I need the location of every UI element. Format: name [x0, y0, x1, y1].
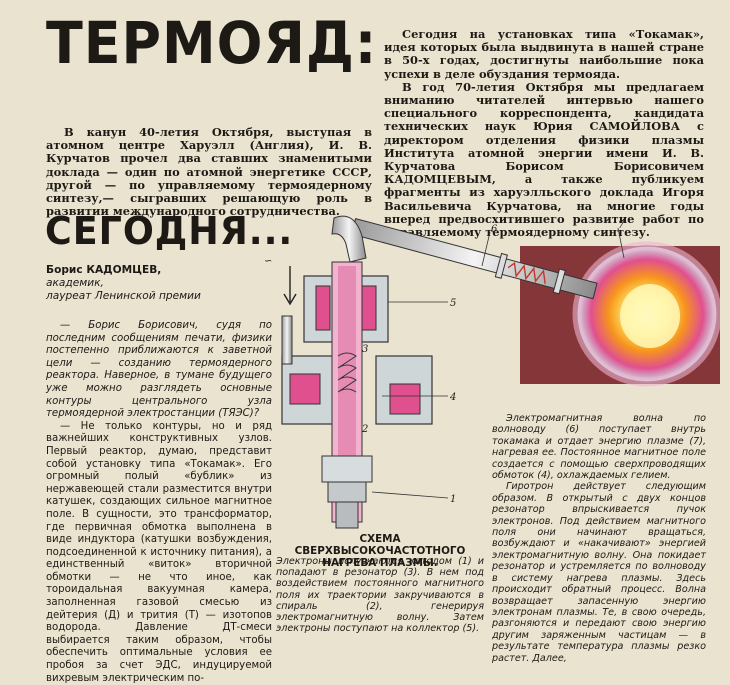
label-3: 3 — [362, 344, 368, 355]
intro-paragraph: В канун 40-летия Октября, выступая в ато… — [46, 125, 372, 219]
explanation-column: Электромагнитная волна по волноводу (6) … — [492, 413, 706, 664]
waveguide — [350, 217, 598, 300]
diagram-caption-body: Электроны испускаются катодом (1) и попа… — [276, 556, 484, 635]
label-4: 4 — [449, 392, 456, 403]
electron-arrow — [283, 266, 297, 306]
subheadline: СЕГОДНЯ... — [45, 209, 294, 253]
author-title: академик, — [46, 277, 104, 289]
plasma-core — [620, 284, 680, 348]
label-5: 5 — [450, 298, 456, 309]
right-intro-column: Сегодня на установках типа «Токамак», ид… — [384, 27, 704, 240]
diagram-caption-title: СХЕМА СВЕРХВЫСОКОЧАСТОТНОГО НАГРЕВА ПЛАЗ… — [294, 533, 466, 569]
gyrotron-diagram: ∽ 4 1 5 6 7 3 2 — [264, 215, 720, 529]
author-name: Борис КАДОМЦЕВ, — [46, 264, 162, 276]
collector-pipe — [281, 315, 293, 365]
intro-text: В канун 40-летия Октября, выступая в ато… — [46, 125, 372, 219]
interview-answer: — Не только контуры, но и ряд важнейших … — [46, 420, 272, 684]
explanation-paragraph-1: Электромагнитная волна по волноводу (6) … — [492, 413, 706, 482]
right-paragraph-1: Сегодня на установках типа «Токамак», ид… — [384, 27, 704, 81]
author-block: Борис КАДОМЦЕВ, академик, лауреат Ленинс… — [46, 264, 266, 303]
headline: ТЕРМОЯД: — [46, 9, 378, 77]
explanation-paragraph-2: Гиротрон действует следующим образом. В … — [492, 481, 706, 664]
author-award: лауреат Ленинской премии — [46, 290, 201, 302]
interview-question: — Борис Борисович, судя по последним соо… — [46, 320, 272, 420]
resonator-symbol: ∽ — [264, 256, 272, 267]
right-paragraph-2: В год 70-летия Октября мы предлагаем вни… — [384, 79, 704, 240]
label-1: 1 — [450, 494, 456, 505]
label-6: 6 — [491, 224, 498, 235]
gyrotron-body — [281, 261, 433, 529]
label-7: 7 — [618, 220, 625, 231]
interview-column: — Борис Борисович, судя по последним соо… — [46, 320, 272, 685]
label-2: 2 — [361, 424, 368, 435]
